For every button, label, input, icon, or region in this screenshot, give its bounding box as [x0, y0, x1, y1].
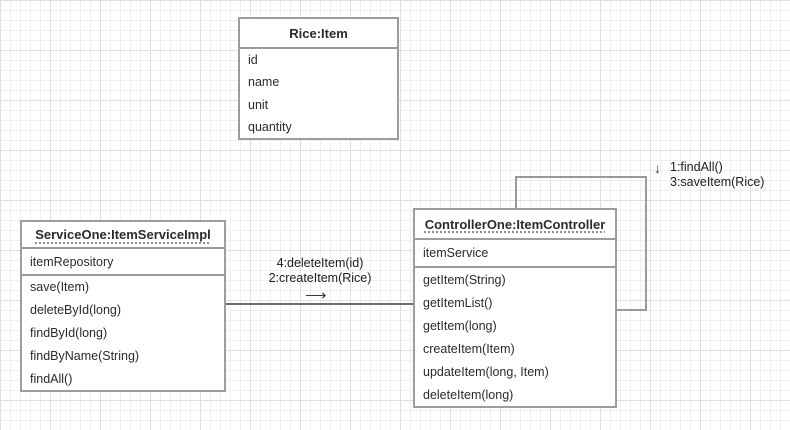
field-row[interactable]: quantity	[248, 119, 292, 134]
method-row[interactable]: createItem(Item)	[423, 341, 515, 356]
method-row[interactable]: getItem(String)	[423, 272, 506, 287]
object-box-controllerone[interactable]: ControllerOne:ItemController itemService…	[413, 208, 617, 408]
message-label-loop-line1[interactable]: 1:findAll()	[670, 160, 723, 174]
field-row[interactable]: itemService	[423, 246, 489, 260]
object-title-serviceone[interactable]: ServiceOne:ItemServiceImpl	[22, 222, 224, 249]
message-label-loop[interactable]: 1:findAll() 3:saveItem(Rice)	[670, 160, 764, 190]
self-loop-segment-top[interactable]	[515, 176, 647, 178]
method-row[interactable]: deleteItem(long)	[423, 387, 514, 402]
right-arrow-icon: ⟶	[305, 287, 327, 304]
object-title-rice-item[interactable]: Rice:Item	[240, 19, 397, 49]
object-box-serviceone[interactable]: ServiceOne:ItemServiceImpl itemRepositor…	[20, 220, 226, 392]
fields-section-rice-item: id name unit quantity	[240, 49, 397, 138]
self-loop-segment-bottom[interactable]	[617, 309, 647, 311]
object-title-controllerone[interactable]: ControllerOne:ItemController	[415, 210, 615, 240]
self-loop-segment-left[interactable]	[515, 176, 517, 209]
field-row[interactable]: id	[248, 53, 258, 68]
method-row[interactable]: findAll()	[30, 371, 73, 386]
method-row[interactable]: findById(long)	[30, 325, 108, 340]
message-label-mid-line1[interactable]: 4:deleteItem(id)	[276, 256, 364, 270]
method-row[interactable]: getItemList()	[423, 295, 493, 310]
message-label-loop-line2[interactable]: 3:saveItem(Rice)	[670, 175, 765, 189]
message-label-mid-line2[interactable]: 2:createItem(Rice)	[268, 271, 372, 285]
method-row[interactable]: findByName(String)	[30, 348, 140, 363]
method-row[interactable]: deleteById(long)	[30, 303, 122, 318]
methods-section-controllerone: getItem(String) getItemList() getItem(long…	[415, 268, 615, 406]
self-loop-segment-right[interactable]	[645, 176, 647, 311]
method-row[interactable]: getItem(long)	[423, 318, 497, 333]
methods-section-serviceone: save(Item) deleteById(long) findById(long)…	[22, 276, 224, 390]
field-row[interactable]: unit	[248, 97, 269, 112]
down-arrow-icon: ↓	[654, 160, 661, 176]
object-box-rice-item[interactable]: Rice:Item id name unit quantity	[238, 17, 399, 140]
connector-service-to-controller[interactable]	[226, 303, 413, 305]
method-row[interactable]: updateItem(long, Item)	[423, 364, 549, 379]
fields-section-serviceone: itemRepository	[22, 249, 224, 276]
message-label-mid[interactable]: 4:deleteItem(id) 2:createItem(Rice)	[240, 256, 400, 286]
method-row[interactable]: save(Item)	[30, 280, 90, 295]
field-row[interactable]: itemRepository	[30, 254, 114, 269]
fields-section-controllerone: itemService	[415, 240, 615, 268]
field-row[interactable]: name	[248, 75, 280, 90]
